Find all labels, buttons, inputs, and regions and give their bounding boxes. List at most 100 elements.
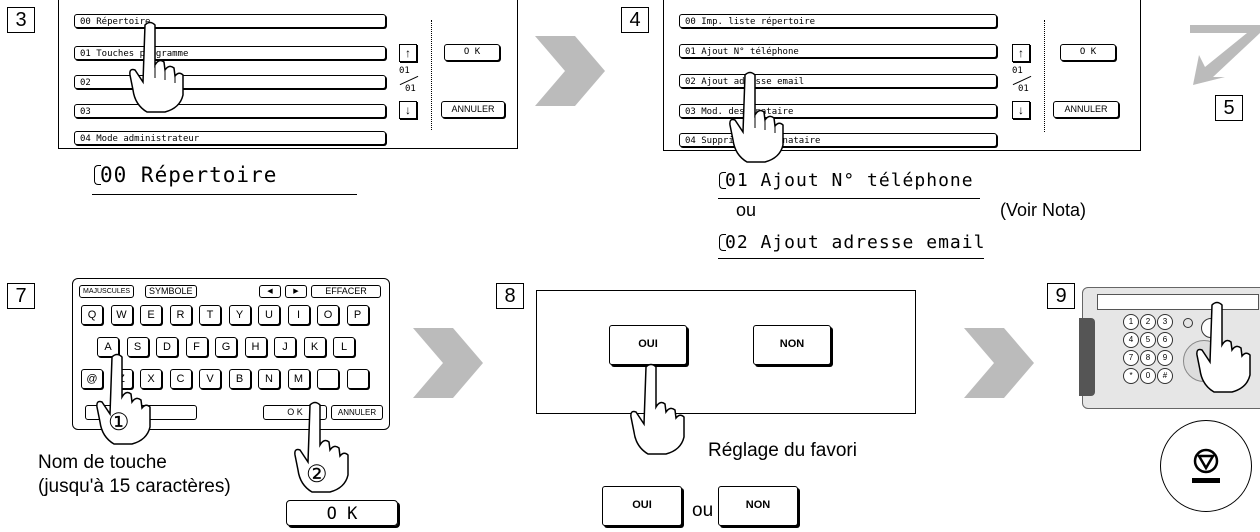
key-q[interactable]: Q	[81, 305, 103, 325]
key-e[interactable]: E	[140, 305, 162, 325]
yes-button[interactable]: OUI	[609, 325, 687, 365]
hand-pointer-icon	[294, 401, 349, 493]
key-a[interactable]: A	[97, 337, 119, 357]
menu-item-02[interactable]: 02	[74, 75, 386, 89]
scroll-up-icon[interactable]: ↑	[1012, 44, 1030, 62]
hand-pointer-icon	[96, 353, 151, 445]
hand-pointer-icon	[729, 71, 784, 163]
confirm-screen: OUI NON	[536, 290, 916, 414]
keypad-key[interactable]: 6	[1157, 332, 1173, 348]
menu-item-ajout-telephone[interactable]: 01 Ajout N° téléphone	[679, 44, 997, 58]
key-r[interactable]: R	[169, 305, 192, 325]
key-o[interactable]: O	[317, 305, 339, 325]
key-k[interactable]: K	[303, 337, 326, 357]
step-3-number: 3	[7, 7, 35, 33]
menu-item-mode-administrateur[interactable]: 04 Mode administrateur	[74, 131, 386, 145]
menu-item-03[interactable]: 03	[74, 104, 386, 118]
scroll-up-icon[interactable]: ↑	[399, 44, 417, 62]
keypad-key[interactable]: 2	[1140, 314, 1156, 330]
hand-pointer-icon	[630, 363, 685, 455]
stop-button[interactable]	[1160, 420, 1252, 512]
big-ok-display: O K	[286, 500, 398, 526]
next-arrow-icon	[413, 328, 483, 398]
key-v[interactable]: V	[199, 369, 221, 389]
cancel-button[interactable]: ANNULER	[331, 405, 383, 420]
menu-item-touches-programme[interactable]: 01 Touches programme	[74, 46, 386, 60]
favorite-caption: Réglage du favori	[708, 440, 857, 461]
key-j[interactable]: J	[274, 337, 296, 357]
key-p[interactable]: P	[346, 305, 369, 325]
key-i[interactable]: I	[287, 305, 310, 325]
no-button[interactable]: NON	[753, 325, 831, 365]
cancel-button[interactable]: ANNULER	[441, 101, 505, 118]
keypad-key[interactable]: *	[1123, 368, 1139, 384]
keypad-key[interactable]: 1	[1123, 314, 1139, 330]
hand-pointer-icon	[1196, 301, 1251, 393]
page-total: 01	[1018, 84, 1029, 94]
key-s[interactable]: S	[126, 337, 149, 357]
key-m[interactable]: M	[287, 369, 310, 389]
key-f[interactable]: F	[185, 337, 208, 357]
hand-pointer-icon	[129, 21, 184, 113]
menu-item-imp-liste[interactable]: 00 Imp. liste répertoire	[679, 14, 997, 28]
yes-button-sample: OUI	[602, 486, 682, 526]
step-4-big-label-2: 02 Ajout adresse email	[719, 232, 985, 253]
keypad-key[interactable]: 7	[1123, 350, 1139, 366]
keypad-key[interactable]: 9	[1157, 350, 1173, 366]
key-h[interactable]: H	[244, 337, 267, 357]
step-marker-1: ①	[108, 409, 130, 436]
key-g[interactable]: G	[215, 337, 237, 357]
key-t[interactable]: T	[199, 305, 221, 325]
step-3-big-label: 00 Répertoire	[94, 163, 277, 187]
step-4-big-label-1: 01 Ajout N° téléphone	[719, 170, 974, 191]
symbol-button[interactable]: SYMBOLE	[145, 285, 197, 298]
ok-button[interactable]: O K	[444, 44, 500, 61]
label-bracket	[94, 165, 101, 185]
next-arrow-icon	[964, 328, 1034, 398]
or-text: ou	[736, 200, 757, 220]
keypad-key[interactable]: 8	[1140, 350, 1156, 366]
key-y[interactable]: Y	[228, 305, 251, 325]
step-5-number: 5	[1215, 95, 1243, 121]
cursor-left-button[interactable]: ◀	[259, 285, 281, 298]
key-@[interactable]: @	[81, 369, 103, 389]
key-b[interactable]: B	[228, 369, 251, 389]
page-current: 01	[1012, 66, 1023, 76]
key-n[interactable]: N	[258, 369, 280, 389]
cursor-right-button[interactable]: ▶	[285, 285, 307, 298]
key-u[interactable]: U	[258, 305, 280, 325]
no-button-sample: NON	[718, 486, 798, 526]
step-marker-2: ②	[306, 461, 328, 488]
key-d[interactable]: D	[156, 337, 178, 357]
keypad-key[interactable]: 5	[1140, 332, 1156, 348]
key-c[interactable]: C	[169, 369, 192, 389]
ok-button[interactable]: O K	[1060, 44, 1116, 61]
caps-button[interactable]: MAJUSCULES	[79, 285, 135, 298]
menu-item-repertoire[interactable]: 00 Répertoire	[74, 14, 386, 28]
cancel-button[interactable]: ANNULER	[1053, 101, 1119, 118]
dotted-divider	[1044, 20, 1045, 132]
indicator-led	[1183, 318, 1193, 328]
key-w[interactable]: W	[110, 305, 133, 325]
step-8-number: 8	[496, 283, 524, 309]
stop-icon	[1192, 448, 1220, 483]
page-indicator: 01 01	[1012, 66, 1032, 98]
next-arrow-icon	[535, 36, 605, 106]
keypad-key[interactable]: #	[1157, 368, 1173, 384]
key-l[interactable]: L	[333, 337, 355, 357]
caption-key-name: Nom de touche	[38, 452, 167, 473]
scroll-down-icon[interactable]: ↓	[399, 101, 417, 119]
scroll-down-icon[interactable]: ↓	[1012, 101, 1030, 119]
keypad-key[interactable]: 4	[1123, 332, 1139, 348]
keypad-key[interactable]: 0	[1140, 368, 1156, 384]
keypad-key[interactable]: 3	[1157, 314, 1173, 330]
key-blank-9[interactable]	[346, 369, 369, 389]
label-bracket	[719, 172, 726, 189]
erase-button[interactable]: EFFACER	[311, 285, 381, 298]
step-4-underline-2	[718, 258, 984, 259]
page-indicator: 01 01	[399, 66, 419, 98]
key-x[interactable]: X	[140, 369, 162, 389]
key-blank-8[interactable]	[317, 369, 339, 389]
